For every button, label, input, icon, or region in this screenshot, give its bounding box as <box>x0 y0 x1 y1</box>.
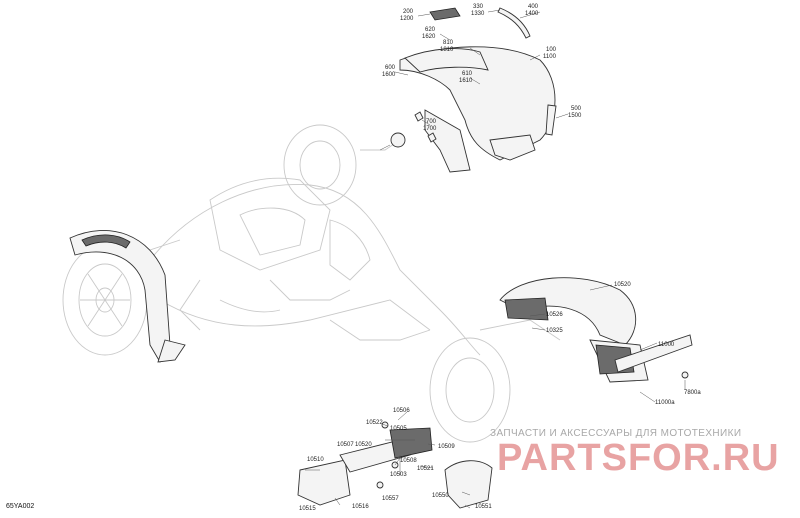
callout-10508: 10508 <box>400 458 417 464</box>
callout-1100: 1100 <box>543 54 557 60</box>
callout-10503: 10503 <box>390 472 407 478</box>
callout-100: 100 <box>546 47 557 53</box>
callout-200: 200 <box>403 9 414 15</box>
callout-10506: 10506 <box>393 408 410 414</box>
callout-10526: 10526 <box>546 312 563 318</box>
callout-10507: 10507 <box>337 442 354 448</box>
callout-10515: 10515 <box>299 506 316 512</box>
callout-10521: 10521 <box>417 466 434 472</box>
callout-1600: 1600 <box>382 72 396 78</box>
callout-1810: 1810 <box>440 47 454 53</box>
callout-330: 330 <box>473 4 484 10</box>
callout-400: 400 <box>528 4 539 10</box>
callout-700: 700 <box>426 119 437 125</box>
diagram-reference-code: 65YA002 <box>6 503 34 510</box>
top-fender-assembly <box>379 7 557 173</box>
callout-10550: 10550 <box>432 493 449 499</box>
callout-7800a: 7800a <box>684 390 701 396</box>
callout-600: 600 <box>385 65 396 71</box>
callout-10516: 10516 <box>352 504 369 510</box>
callout-10325: 10325 <box>546 328 563 334</box>
callout-10522: 10522 <box>366 420 383 426</box>
callout-500: 500 <box>571 106 582 112</box>
callout-1400: 1400 <box>525 11 539 17</box>
callout-10510: 10510 <box>307 457 324 463</box>
front-left-fender <box>69 230 186 363</box>
rear-fender-assembly <box>499 277 693 383</box>
callout-10551: 10551 <box>475 504 492 510</box>
callout-810: 810 <box>443 40 454 46</box>
callout-11000a: 11000a <box>655 400 675 406</box>
callout-11000: 11000 <box>658 342 675 348</box>
callout-1200: 1200 <box>400 16 414 22</box>
callout-10520: 10520 <box>614 282 631 288</box>
callout-1330: 1330 <box>471 11 485 17</box>
vehicle-line-art <box>62 124 561 443</box>
callout-labels: 200 1200 330 1330 400 1400 620 1620 810 … <box>299 4 701 512</box>
callout-1500: 1500 <box>568 113 582 119</box>
watermark: ЗАПЧАСТИ И АКСЕССУАРЫ ДЛЯ МОТОТЕХНИКИ PA… <box>490 428 780 479</box>
callout-610: 610 <box>462 71 473 77</box>
callout-1620: 1620 <box>422 34 436 40</box>
bottom-bracket-assembly <box>297 421 493 509</box>
callout-10520-lower: 10520 <box>355 442 372 448</box>
callout-10509: 10509 <box>438 444 455 450</box>
leader-lines <box>305 9 686 509</box>
callout-1610: 1610 <box>459 78 473 84</box>
callout-10557: 10557 <box>382 496 399 502</box>
callout-10505: 10505 <box>390 426 407 432</box>
watermark-logo: PARTSFOR.RU <box>497 437 780 479</box>
callout-620: 620 <box>425 27 436 33</box>
callout-1700: 1700 <box>423 126 437 132</box>
watermark-tagline: ЗАПЧАСТИ И АКСЕССУАРЫ ДЛЯ МОТОТЕХНИКИ <box>490 428 741 439</box>
